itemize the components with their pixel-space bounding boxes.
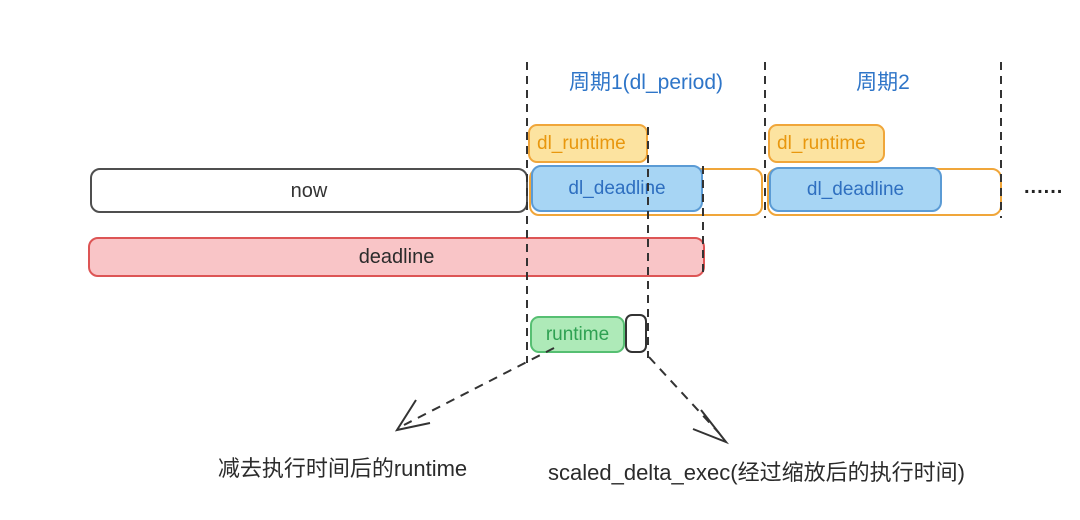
period2-label: 周期2 xyxy=(856,71,910,94)
annotation-runtime-after-exec: 减去执行时间后的runtime xyxy=(217,456,468,481)
now-box: now xyxy=(90,168,528,213)
annotation-scaled-delta-exec: scaled_delta_exec(经过缩放后的执行时间) xyxy=(548,460,965,485)
dl-runtime-label: dl_runtime xyxy=(537,133,626,154)
dl-deadline-box-period2: dl_deadline xyxy=(769,167,942,212)
scaled-delta-exec-box xyxy=(625,314,647,353)
arrow-left-head xyxy=(394,399,431,432)
continuation-ellipsis: ...... xyxy=(1024,176,1064,198)
deadline-bar: deadline xyxy=(88,237,705,277)
arrow-right-shaft xyxy=(648,356,720,434)
period1-label: 周期1(dl_period) xyxy=(568,71,724,94)
dl-runtime-label: dl_runtime xyxy=(777,133,866,154)
dl-runtime-box-period2: dl_runtime xyxy=(768,124,885,163)
dl-runtime-box-period1: dl_runtime xyxy=(528,124,648,163)
dl-deadline-box-period1: dl_deadline xyxy=(531,165,703,212)
arrow-right-head xyxy=(692,409,730,445)
runtime-box: runtime xyxy=(530,316,625,353)
arrow-left-shaft xyxy=(403,347,555,426)
